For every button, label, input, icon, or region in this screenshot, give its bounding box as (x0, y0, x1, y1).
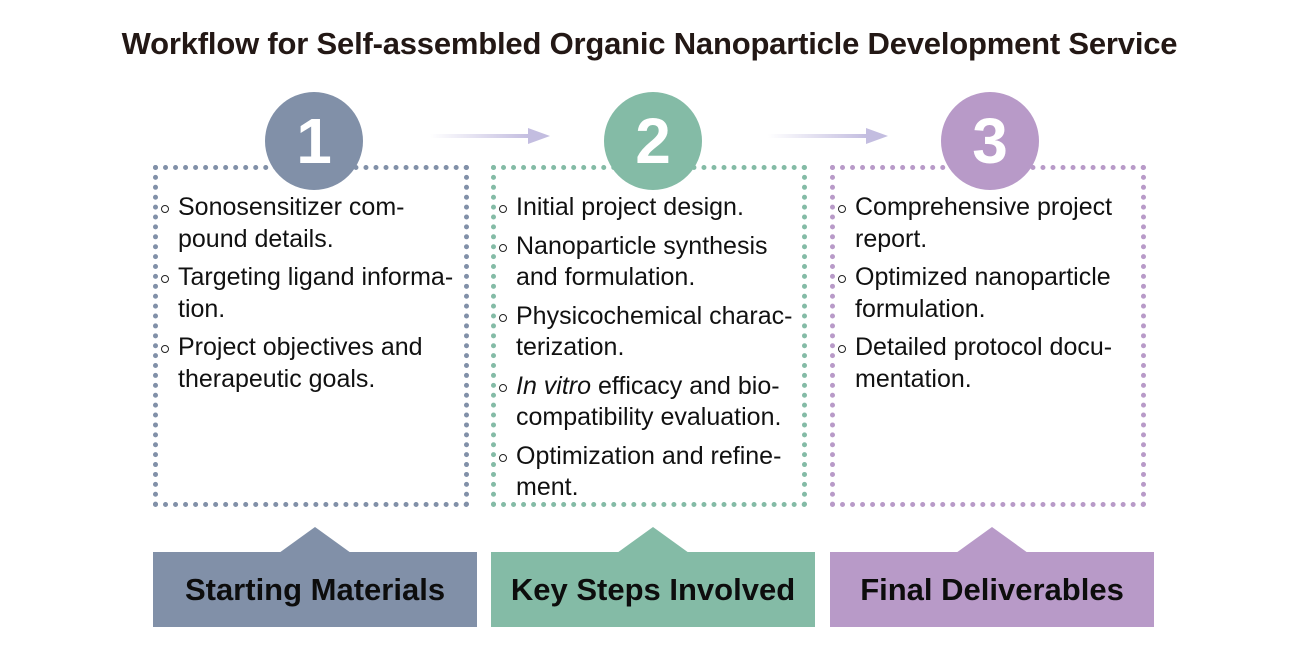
list-item: Optimization and refine- ment. (499, 441, 798, 504)
bullet-icon (499, 243, 507, 252)
bullet-icon (838, 345, 846, 353)
step2-label: Key Steps Involved (491, 527, 815, 627)
arrow-right-icon (768, 128, 888, 144)
bullet-icon (499, 453, 507, 462)
step3-list: Comprehensive project report. Optimized … (838, 192, 1137, 402)
bullet-icon (161, 205, 169, 213)
bullet-icon (161, 345, 169, 353)
list-item: Targeting ligand informa- tion. (161, 262, 460, 325)
bullet-icon (499, 383, 507, 392)
step1-box: Sonosensitizer com- pound details. Targe… (153, 165, 469, 507)
notch-shape (279, 527, 351, 553)
notch-shape (617, 527, 689, 553)
diagram-title: Workflow for Self-assembled Organic Nano… (121, 26, 1178, 61)
arrow-right-icon (430, 128, 550, 144)
step1-number-badge: 1 (265, 92, 363, 190)
step1-label: Starting Materials (153, 527, 477, 627)
list-item: Sonosensitizer com- pound details. (161, 192, 460, 255)
list-item: Nanoparticle synthesis and formulation. (499, 231, 798, 294)
notch-shape (956, 527, 1028, 553)
step1-list: Sonosensitizer com- pound details. Targe… (161, 192, 460, 402)
list-item: Initial project design. (499, 192, 798, 224)
list-item: Optimized nanoparticle formulation. (838, 262, 1137, 325)
bullet-icon (838, 275, 846, 283)
bullet-icon (838, 205, 846, 213)
list-item: Comprehensive project report. (838, 192, 1137, 255)
step2-box: Initial project design. Nanoparticle syn… (491, 165, 807, 507)
list-item: Detailed protocol docu- mentation. (838, 332, 1137, 395)
step3-number-badge: 3 (941, 92, 1039, 190)
step3-label: Final Deliverables (830, 527, 1154, 627)
bullet-icon (499, 313, 507, 322)
step2-list: Initial project design. Nanoparticle syn… (499, 192, 798, 511)
list-item: In vitro efficacy and bio- compatibility… (499, 371, 798, 434)
list-item: Project objectives and therapeutic goals… (161, 332, 460, 395)
list-item: Physicochemical charac- terization. (499, 301, 798, 364)
bullet-icon (161, 275, 169, 283)
step2-number-badge: 2 (604, 92, 702, 190)
bullet-icon (499, 205, 507, 213)
step3-box: Comprehensive project report. Optimized … (830, 165, 1146, 507)
